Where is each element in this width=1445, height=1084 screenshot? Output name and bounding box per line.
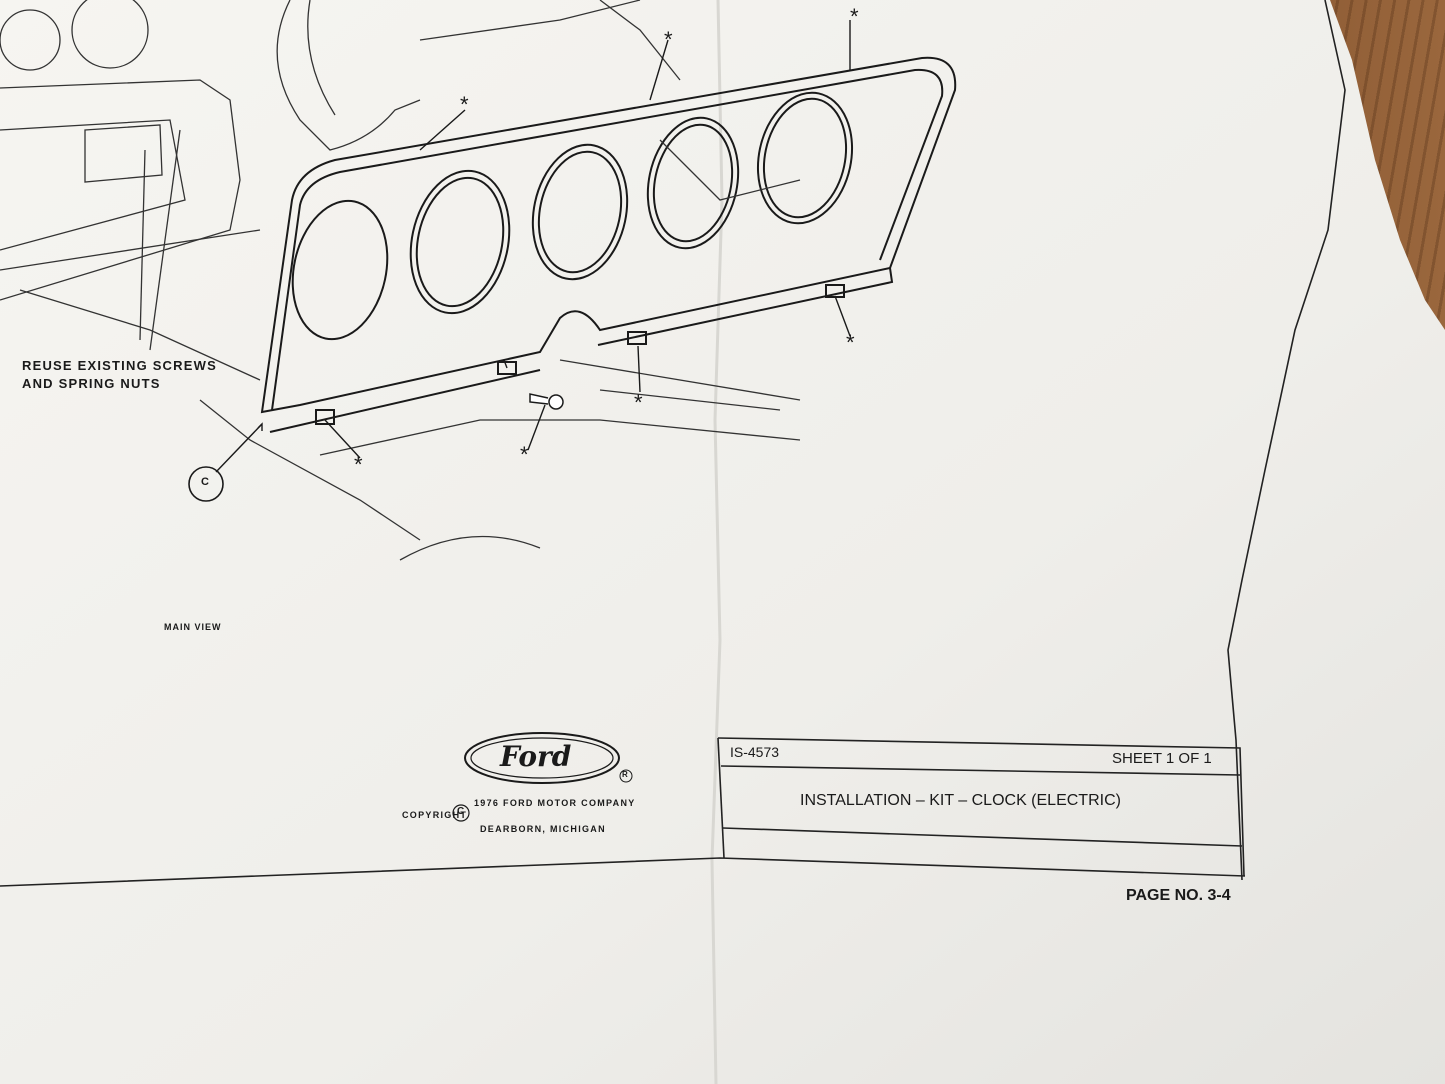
asterisk-marker: *	[520, 442, 529, 467]
detail-callout-circle	[188, 466, 224, 502]
asterisk-marker: *	[664, 27, 673, 52]
asterisk-marker: *	[634, 390, 643, 415]
title-block-frame	[717, 737, 1245, 877]
detail-callout-letter: C	[201, 476, 209, 488]
main-view-label: MAIN VIEW	[164, 622, 222, 632]
leader-lines	[215, 20, 851, 473]
asterisk-marker: *	[354, 452, 363, 477]
copyright-prefix: COPYRIGHT	[402, 810, 468, 820]
asterisk-marker: *	[460, 92, 469, 117]
ford-logo-text: Ford	[500, 740, 572, 773]
asterisk-marker: *	[846, 330, 855, 355]
reuse-screws-note-line1: REUSE EXISTING SCREWS	[22, 358, 217, 373]
copyright-symbol: C	[457, 806, 465, 817]
sheet-count: SHEET 1 OF 1	[1112, 750, 1212, 767]
copyright-company: 1976 FORD MOTOR COMPANY	[474, 798, 636, 808]
copyright-location: DEARBORN, MICHIGAN	[480, 824, 606, 834]
registered-symbol: R	[622, 770, 628, 779]
document-number: IS-4573	[730, 744, 780, 760]
screw-drawing	[529, 393, 564, 410]
document-title: INSTALLATION – KIT – CLOCK (ELECTRIC)	[800, 792, 1121, 809]
copyright-circle	[452, 804, 470, 822]
ford-logo-oval	[464, 732, 620, 784]
cluster-bezel-drawing	[260, 56, 957, 433]
registered-mark	[619, 769, 633, 783]
reuse-screws-note-line2: AND SPRING NUTS	[22, 376, 161, 391]
asterisk-marker: *	[850, 4, 859, 29]
page-number: PAGE NO. 3-4	[1126, 887, 1231, 904]
